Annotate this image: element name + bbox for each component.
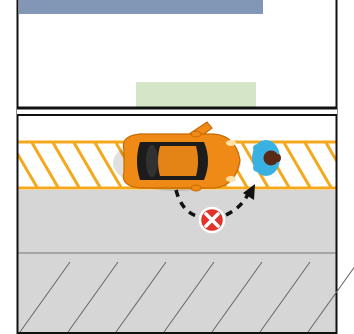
hazard-stripe (346, 141, 354, 189)
car-headlight-right (226, 176, 236, 182)
doormat (136, 82, 256, 107)
car-roof-panel (158, 146, 198, 176)
no-entry-icon (200, 208, 224, 232)
road (19, 190, 336, 332)
awning (19, 0, 263, 14)
car-headlight-left (226, 140, 236, 146)
